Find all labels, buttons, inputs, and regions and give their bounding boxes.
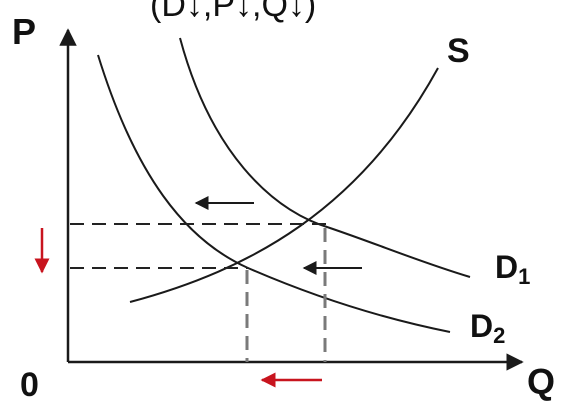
demand-1-label-sub: 1 (518, 264, 530, 289)
y-axis-label: P (12, 11, 36, 52)
title-fragment: (D↓,P↓,Q↓) (150, 0, 316, 24)
x-axis-label: Q (527, 361, 555, 401)
demand-2-label: D2 (470, 308, 505, 348)
supply-label: S (447, 32, 470, 70)
demand-curve-2 (97, 54, 451, 333)
supply-curve (129, 67, 439, 303)
origin-label: 0 (20, 366, 39, 401)
demand-2-label-main: D (470, 308, 493, 344)
demand-1-label-main: D (495, 249, 518, 285)
demand-2-label-sub: 2 (493, 323, 505, 348)
demand-1-label: D1 (495, 249, 530, 289)
